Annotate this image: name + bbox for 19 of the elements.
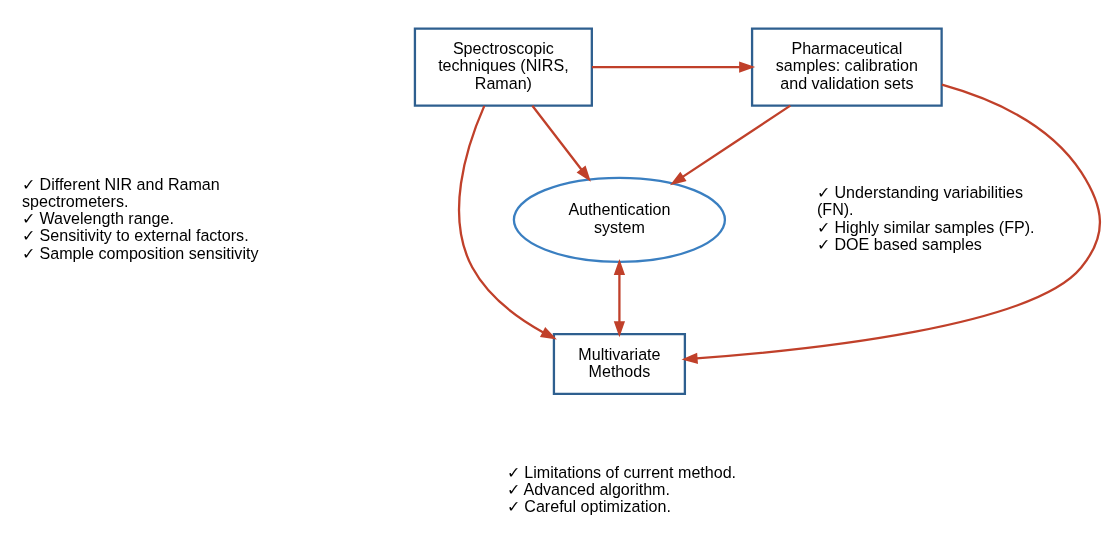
arrow <box>591 61 756 73</box>
arrow <box>531 105 591 182</box>
node-label: ✓ Highly similar samples (FP). <box>816 217 1035 236</box>
node-label: ✓ Different NIR and Raman spectrometers. <box>22 174 220 210</box>
node-ellipse: Authentication system <box>512 176 727 263</box>
arrow <box>670 104 791 186</box>
node-box: Multivariate Methods <box>552 333 687 396</box>
node-box: Spectroscopic techniques (NIRS, Raman) <box>413 27 593 107</box>
node-label: ✓ Advanced algorithm. <box>506 480 670 499</box>
node-label: ✓ Sensitivity to external factors. <box>22 226 249 245</box>
arrow <box>457 105 557 340</box>
node-label: ✓ Limitations of current method. <box>506 462 737 481</box>
node-label: ✓ Understanding variabilities (FN). <box>816 183 1024 219</box>
arrow <box>613 258 626 338</box>
node-label: ✓ Careful optimization. <box>506 497 671 516</box>
arrow <box>681 83 1101 364</box>
node-label: ✓ Wavelength range. <box>22 209 174 228</box>
node-label: ✓ Sample composition sensitivity <box>22 243 259 262</box>
node-box: Pharmaceutical samples: calibration and validation sets <box>750 27 943 107</box>
